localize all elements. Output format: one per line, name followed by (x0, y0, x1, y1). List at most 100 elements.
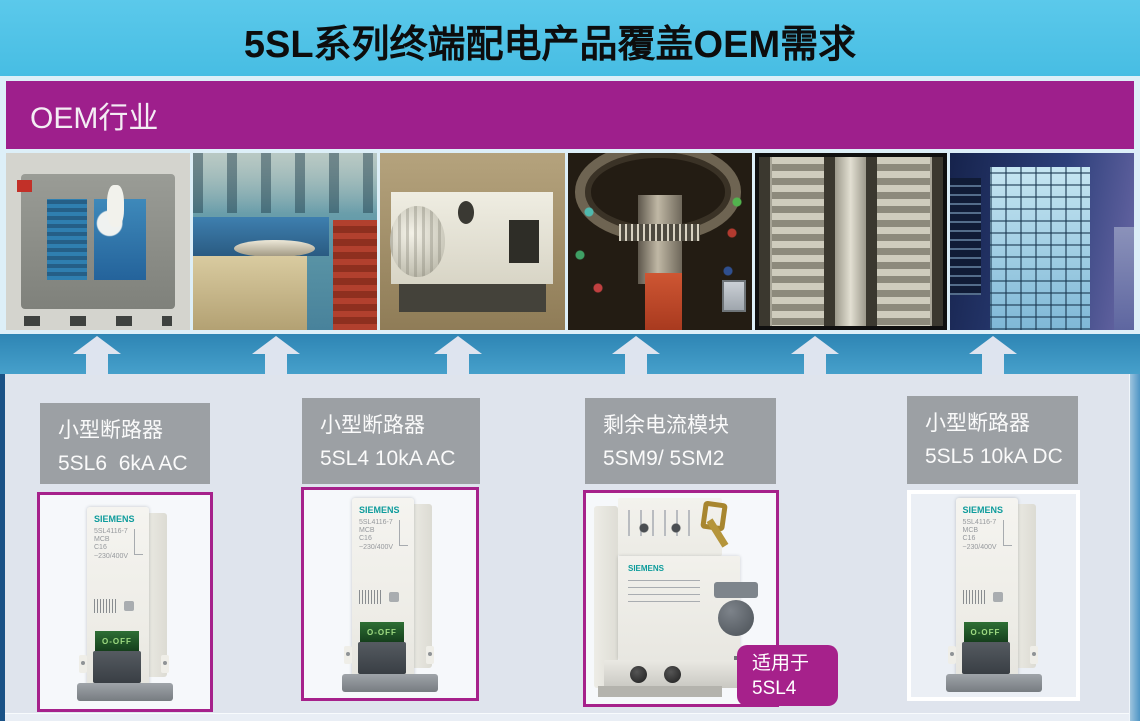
cert-mark (992, 592, 1003, 602)
callout-line2: 5SL4 (752, 678, 797, 699)
line-conveyor-board (193, 255, 308, 330)
up-arrow (612, 336, 660, 375)
product-label-5sl6: 小型断路器 5SL6 6kA AC (40, 403, 210, 484)
right-edge-strip (1129, 374, 1140, 721)
machine-pulley (457, 200, 475, 224)
line-roller (233, 239, 315, 258)
callout-line1: 适用于 (752, 653, 810, 674)
breaker-voltage-text: ~230/400V (94, 553, 129, 560)
din-clip (945, 674, 1042, 692)
dark-tower (949, 177, 982, 295)
factory-ceiling (193, 153, 378, 214)
mount-ear (426, 646, 434, 664)
siemens-logo-text: SIEMENS (359, 505, 400, 515)
mount-ear (1029, 646, 1038, 664)
title-band: 5SL系列终端配电产品覆盖OEM需求 (0, 0, 1140, 76)
breaker-type-text: MCB (359, 527, 375, 534)
trip-curve-diagram (1002, 520, 1012, 546)
side-building (1113, 227, 1135, 330)
breaker-model-text: 5SL4116-7 (962, 519, 997, 526)
yarn-spools (567, 153, 752, 330)
switch-label: O-OFF (970, 627, 1001, 637)
rcd-terminal-marks (628, 510, 700, 536)
mcb-product-photo: SIEMENS 5SL4116-7 MCB C16 ~230/400V O-OF… (945, 498, 1042, 694)
product-category: 小型断路器 (320, 414, 425, 437)
page-title: 5SL系列终端配电产品覆盖OEM需求 (243, 24, 857, 66)
industry-photo-machine-tool (380, 153, 565, 330)
breaker-model-text: 5SL4116-7 (94, 528, 128, 535)
switch-label: O-OFF (367, 627, 397, 637)
barcode (359, 590, 383, 604)
product-model: 5SL4 10kA AC (320, 447, 456, 470)
up-arrow (73, 336, 121, 375)
din-clip (342, 674, 438, 692)
arrow-stem (447, 354, 469, 375)
rcd-base (598, 660, 752, 697)
arrow-band (0, 334, 1140, 375)
rcd-terminal-hole (664, 666, 681, 683)
product-box-5sl6: SIEMENS 5SL4116-7 MCB C16 ~230/400V O-OF… (37, 492, 213, 712)
breaker-rating-text: C16 (94, 544, 107, 551)
up-arrow (252, 336, 300, 375)
industry-photo-air-compressor (6, 153, 191, 330)
arrow-stem (982, 354, 1004, 375)
up-arrow (434, 336, 482, 375)
breaker-body: SIEMENS 5SL4116-7 MCB C16 ~230/400V O-OF… (352, 498, 414, 678)
machine-opening (509, 220, 539, 263)
breaker-rating-text: C16 (962, 535, 976, 542)
industry-photo-strip (6, 153, 1135, 330)
switch-toggle (358, 642, 406, 674)
barcode (94, 599, 118, 613)
oem-banner: OEM行业 (6, 81, 1134, 149)
escalator-handrails (758, 157, 943, 326)
breaker-type-text: MCB (94, 536, 110, 543)
cert-mark (124, 601, 134, 611)
product-model: 5SL5 10kA DC (925, 445, 1063, 468)
product-label-5sl4: 小型断路器 5SL4 10kA AC (302, 398, 480, 484)
arrow-stem (86, 354, 108, 375)
barcode (962, 590, 987, 604)
footer-strip (0, 713, 1140, 721)
switch-window: O-OFF (963, 622, 1008, 642)
arrow-head (73, 336, 121, 354)
arrow-stem (625, 354, 647, 375)
product-model: 5SL6 6kA AC (58, 452, 188, 475)
callout-applies-to-5sl4: 适用于 5SL4 (737, 645, 838, 706)
siemens-logo-text: SIEMENS (94, 514, 135, 524)
rcd-terminal-hole (630, 666, 647, 683)
product-category: 小型断路器 (58, 419, 163, 442)
machine-base (398, 283, 547, 313)
trip-curve-diagram (399, 520, 408, 546)
rcd-label-lines (628, 580, 700, 604)
industry-photo-knitting-machine (567, 153, 752, 330)
arrow-stem (804, 354, 826, 375)
up-arrow (969, 336, 1017, 375)
compressor-coil-window (46, 199, 88, 281)
arrow-stem (265, 354, 287, 375)
line-red-railing (333, 220, 378, 330)
industry-photo-production-line (193, 153, 378, 330)
compressor-logo-mark (17, 179, 32, 192)
product-box-5sm: SIEMENS (583, 490, 779, 707)
switch-toggle (93, 651, 141, 683)
product-box-5sl4: SIEMENS 5SL4116-7 MCB C16 ~230/400V O-OF… (301, 487, 479, 701)
mount-ear (161, 655, 169, 673)
up-arrow (791, 336, 839, 375)
rcd-rail-column (594, 506, 618, 688)
switch-window: O-OFF (95, 631, 139, 651)
left-edge-strip (0, 374, 5, 721)
oem-banner-label: OEM行业 (30, 102, 159, 135)
compressor-feet (24, 315, 172, 327)
rcd-product-photo: SIEMENS (594, 498, 762, 698)
switch-label: O-OFF (102, 636, 132, 646)
glass-facade (990, 167, 1090, 330)
breaker-body: SIEMENS 5SL4116-7 MCB C16 ~230/400V O-OF… (87, 507, 149, 687)
arrow-head (252, 336, 300, 354)
breaker-voltage-text: ~230/400V (962, 544, 997, 551)
breaker-body: SIEMENS 5SL4116-7 MCB C16 ~230/400V O-OF… (955, 498, 1018, 678)
trip-curve-diagram (134, 529, 143, 555)
product-label-5sm9-5sm2: 剩余电流模块 5SM9/ 5SM2 (585, 398, 776, 484)
industry-photo-escalator (754, 153, 947, 330)
arrow-head (969, 336, 1017, 354)
